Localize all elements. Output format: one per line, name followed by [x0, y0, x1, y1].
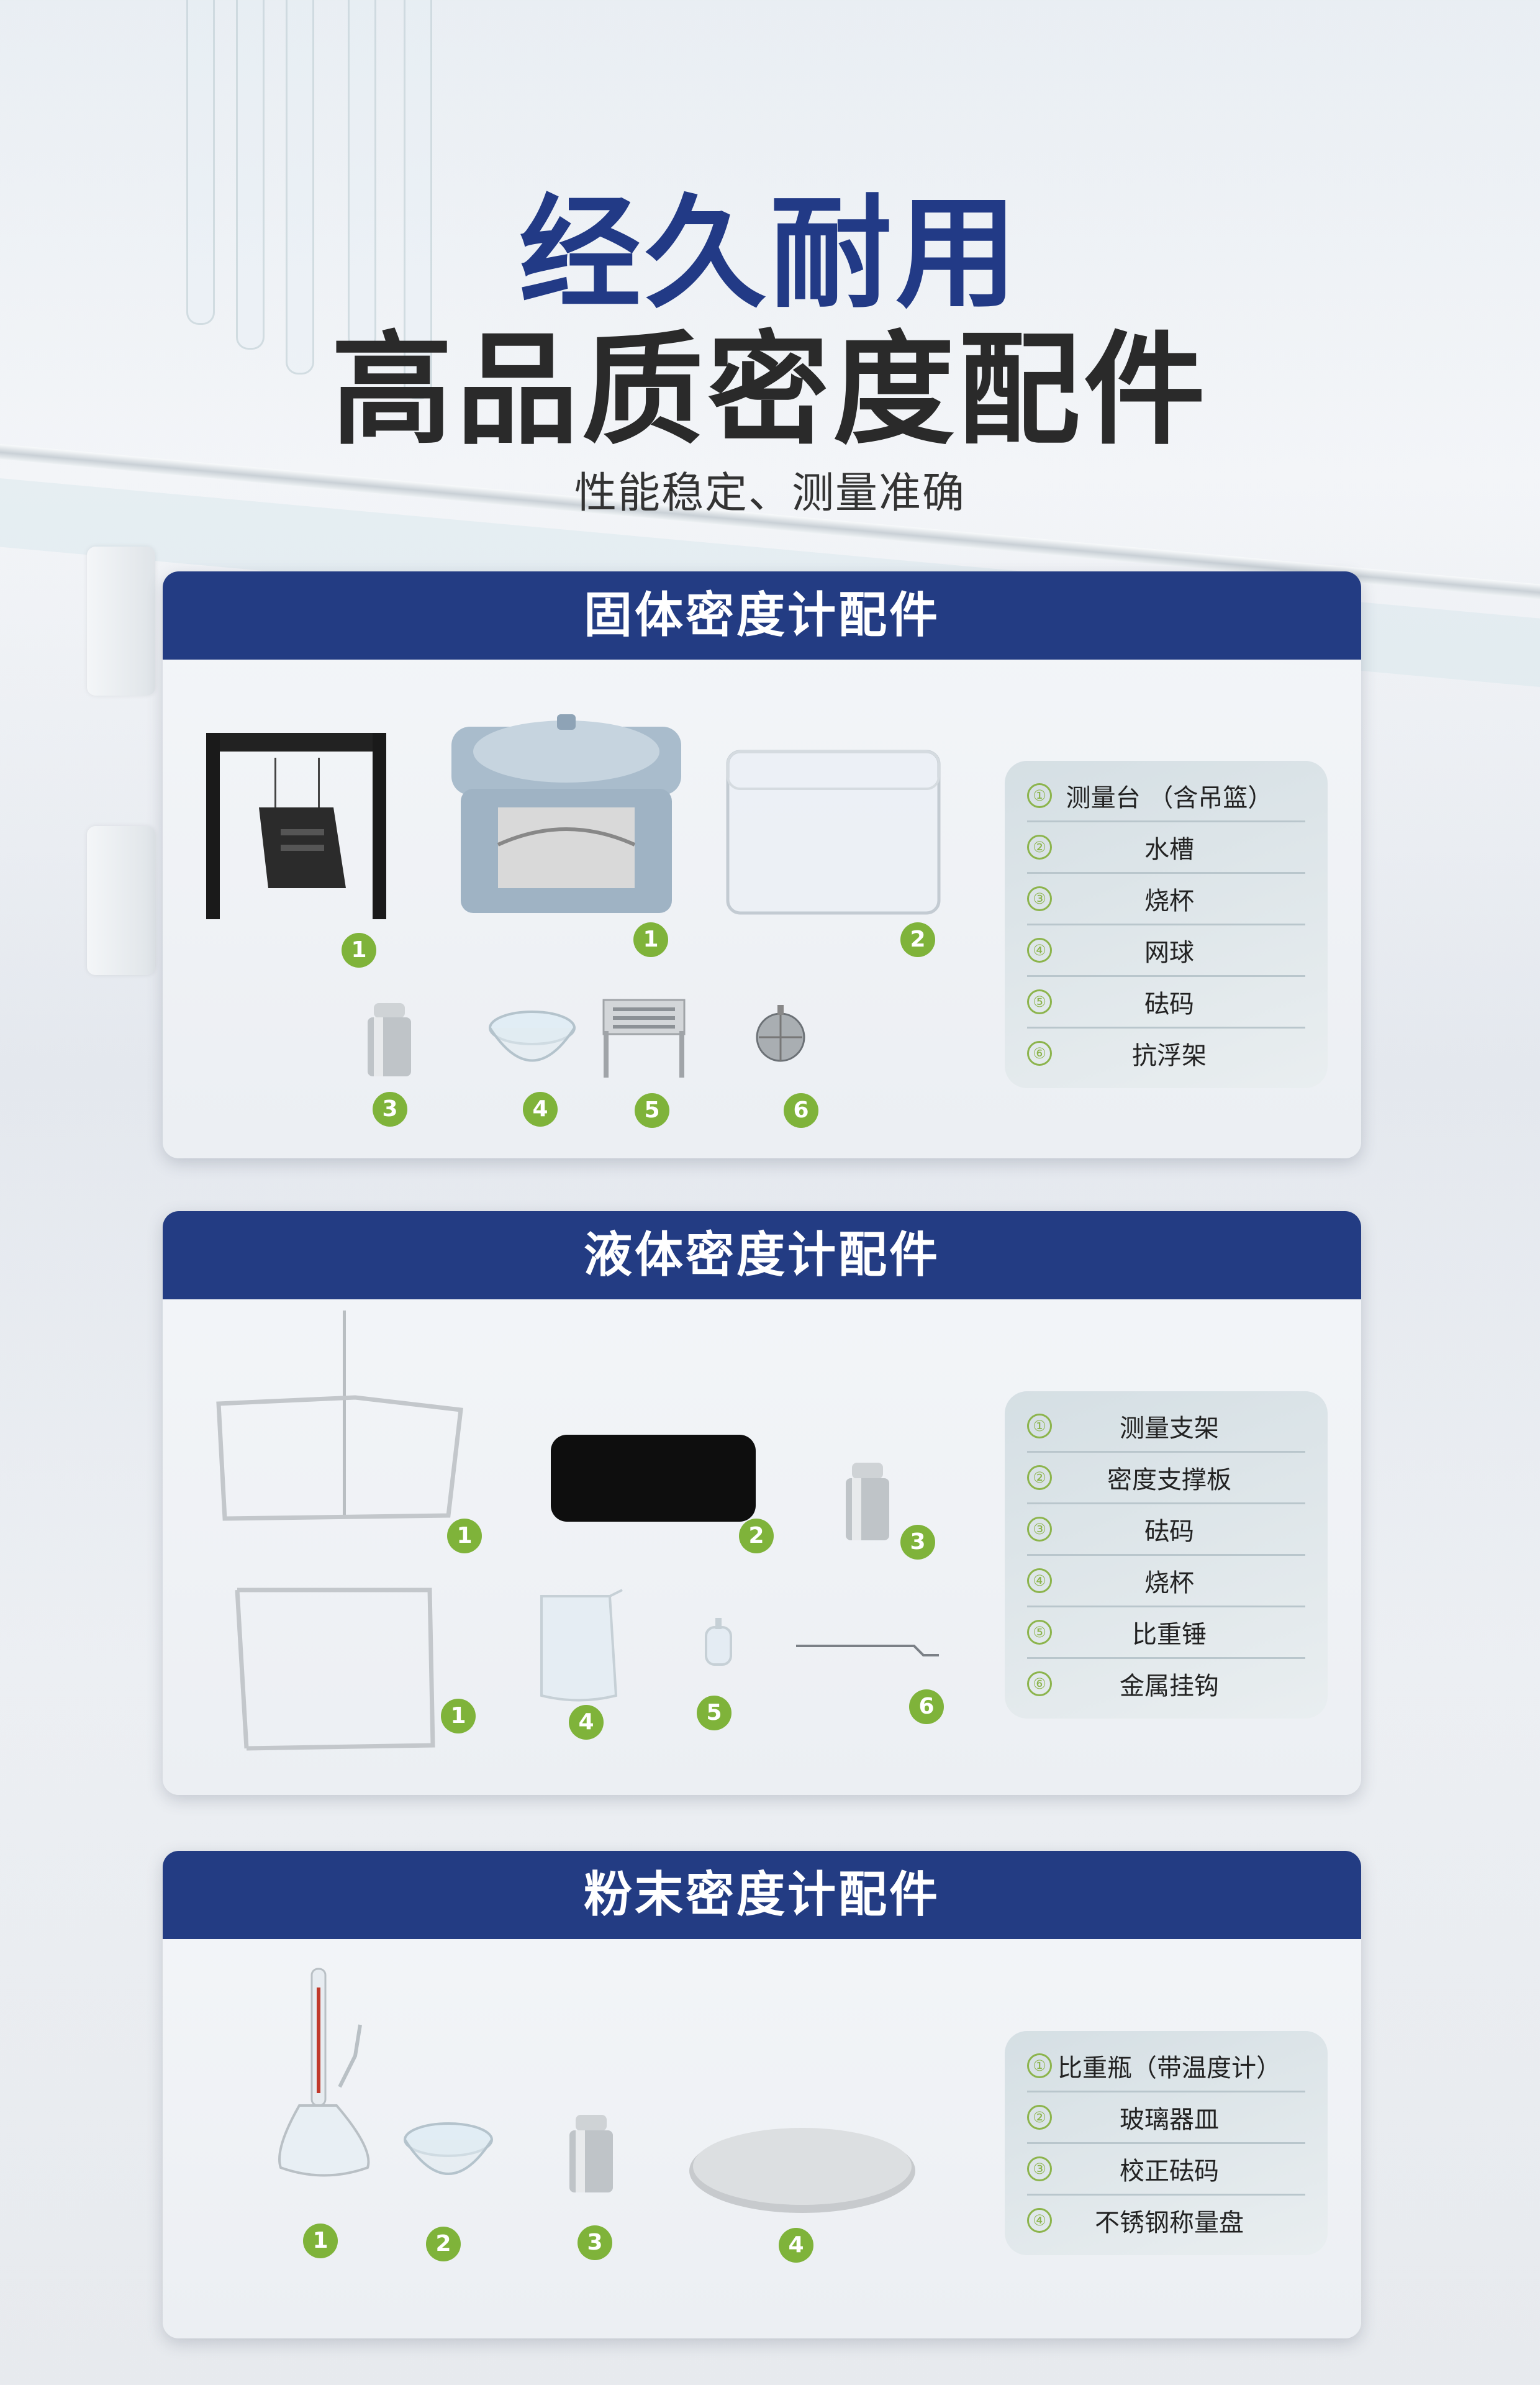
legend-label: 测量台 （含吊篮） — [1052, 778, 1305, 814]
section-title: 粉末密度计配件 — [163, 1851, 1361, 1939]
legend-item: ③砝码 — [1027, 1504, 1305, 1556]
powder-accessories-card: 粉末密度计配件 1 2 3 4 ①比重瓶（带温度计） ②玻璃器皿 ③校正砝码 ④… — [163, 1851, 1361, 2338]
legend-label: 砝码 — [1052, 984, 1305, 1020]
mesh-ball-image — [746, 1000, 815, 1068]
legend-item: ③校正砝码 — [1027, 2144, 1305, 2196]
legend-number: ② — [1027, 1465, 1052, 1490]
legend-item: ②密度支撑板 — [1027, 1453, 1305, 1504]
legend-label: 网球 — [1052, 932, 1305, 968]
beaker-image — [529, 1584, 628, 1708]
legend-number: ④ — [1027, 938, 1052, 963]
legend-item: ⑥金属挂钩 — [1027, 1659, 1305, 1709]
legend-number: ② — [1027, 2105, 1052, 2130]
gravity-bob-image — [691, 1615, 746, 1677]
glass-dish-image — [486, 1006, 579, 1074]
badge-1: 1 — [342, 933, 376, 968]
glass-dish-image — [399, 2118, 498, 2192]
legend-number: ④ — [1027, 1568, 1052, 1593]
badge-6: 6 — [784, 1093, 818, 1128]
legend-item: ①测量支架 — [1027, 1401, 1305, 1453]
beaker-weight-image — [361, 1000, 417, 1081]
liquid-accessories-card: 液体密度计配件 1 2 3 1 4 5 6 ①测量支架 ②密度支撑板 ③砝码 ④… — [163, 1211, 1361, 1795]
legend-label: 校正砝码 — [1052, 2151, 1305, 2187]
tagline: 性能稳定、测量准确 — [0, 458, 1540, 520]
legend-number: ③ — [1027, 1517, 1052, 1542]
anti-float-rack-image — [597, 994, 691, 1081]
legend-label: 金属挂钩 — [1052, 1666, 1305, 1702]
legend-item: ④烧杯 — [1027, 1556, 1305, 1607]
badge-3: 3 — [900, 1525, 935, 1560]
badge-1: 1 — [633, 922, 668, 957]
legend-number: ① — [1027, 783, 1052, 808]
legend-label: 不锈钢称量盘 — [1052, 2202, 1305, 2238]
legend-number: ⑤ — [1027, 989, 1052, 1014]
legend-item: ⑥抗浮架 — [1027, 1029, 1305, 1078]
stainless-weighing-pan-image — [684, 2118, 920, 2224]
section-title: 固体密度计配件 — [163, 571, 1361, 660]
legend-label: 密度支撑板 — [1052, 1460, 1305, 1496]
legend-label: 测量支架 — [1052, 1408, 1305, 1444]
legend-number: ③ — [1027, 886, 1052, 911]
accessory-legend: ①测量支架 ②密度支撑板 ③砝码 ④烧杯 ⑤比重锤 ⑥金属挂钩 — [1005, 1391, 1328, 1719]
density-support-plate-image — [541, 1422, 765, 1534]
measuring-support-frame-image — [200, 1304, 479, 1528]
legend-label: 烧杯 — [1052, 881, 1305, 917]
legend-number: ⑥ — [1027, 1041, 1052, 1066]
legend-number: ① — [1027, 1414, 1052, 1438]
badge-2: 2 — [900, 922, 935, 957]
legend-label: 抗浮架 — [1052, 1035, 1305, 1071]
section-title: 液体密度计配件 — [163, 1211, 1361, 1299]
badge-6: 6 — [909, 1689, 944, 1724]
calibration-weight-image — [563, 2112, 619, 2199]
legend-item: ①比重瓶（带温度计） — [1027, 2041, 1305, 2092]
badge-4: 4 — [569, 1705, 604, 1740]
legend-label: 比重锤 — [1052, 1614, 1305, 1650]
legend-item: ②水槽 — [1027, 822, 1305, 874]
accessory-legend: ①比重瓶（带温度计） ②玻璃器皿 ③校正砝码 ④不锈钢称量盘 — [1005, 2031, 1328, 2255]
calibration-weight-image — [840, 1460, 895, 1547]
metal-hook-image — [790, 1633, 951, 1671]
badge-2: 2 — [739, 1519, 774, 1553]
legend-label: 烧杯 — [1052, 1563, 1305, 1599]
badge-5: 5 — [635, 1093, 669, 1128]
legend-number: ② — [1027, 835, 1052, 860]
legend-number: ① — [1027, 2053, 1052, 2078]
legend-item: ①测量台 （含吊篮） — [1027, 771, 1305, 822]
badge-3: 3 — [373, 1092, 407, 1127]
badge-1: 1 — [303, 2224, 338, 2258]
badge-2: 2 — [426, 2227, 461, 2261]
badge-4: 4 — [523, 1092, 558, 1127]
legend-item: ②玻璃器皿 — [1027, 2092, 1305, 2144]
legend-item: ⑤砝码 — [1027, 977, 1305, 1029]
legend-number: ⑤ — [1027, 1620, 1052, 1645]
legend-item: ④网球 — [1027, 925, 1305, 977]
solid-accessories-card: 固体密度计配件 — [163, 571, 1361, 1158]
measuring-stand-black-image — [200, 727, 399, 925]
measuring-support-base-image — [225, 1578, 448, 1764]
legend-label: 砝码 — [1052, 1511, 1305, 1547]
legend-label: 水槽 — [1052, 829, 1305, 865]
legend-item: ③烧杯 — [1027, 874, 1305, 925]
badge-4: 4 — [779, 2228, 813, 2263]
pycnometer-image — [262, 1963, 386, 2186]
badge-5: 5 — [697, 1696, 732, 1730]
main-subtitle-heading: 高品质密度配件 — [0, 292, 1540, 468]
legend-item: ⑤比重锤 — [1027, 1607, 1305, 1659]
legend-item: ④不锈钢称量盘 — [1027, 2196, 1305, 2245]
legend-label: 比重瓶（带温度计） — [1052, 2048, 1305, 2084]
badge-1: 1 — [441, 1699, 476, 1733]
legend-label: 玻璃器皿 — [1052, 2099, 1305, 2135]
legend-number: ④ — [1027, 2208, 1052, 2233]
measuring-stand-blue-image — [442, 702, 691, 925]
accessory-legend: ①测量台 （含吊篮） ②水槽 ③烧杯 ④网球 ⑤砝码 ⑥抗浮架 — [1005, 761, 1328, 1088]
badge-1: 1 — [447, 1519, 482, 1553]
legend-number: ⑥ — [1027, 1671, 1052, 1696]
water-tank-image — [722, 739, 945, 925]
legend-number: ③ — [1027, 2156, 1052, 2181]
badge-3: 3 — [578, 2225, 612, 2260]
